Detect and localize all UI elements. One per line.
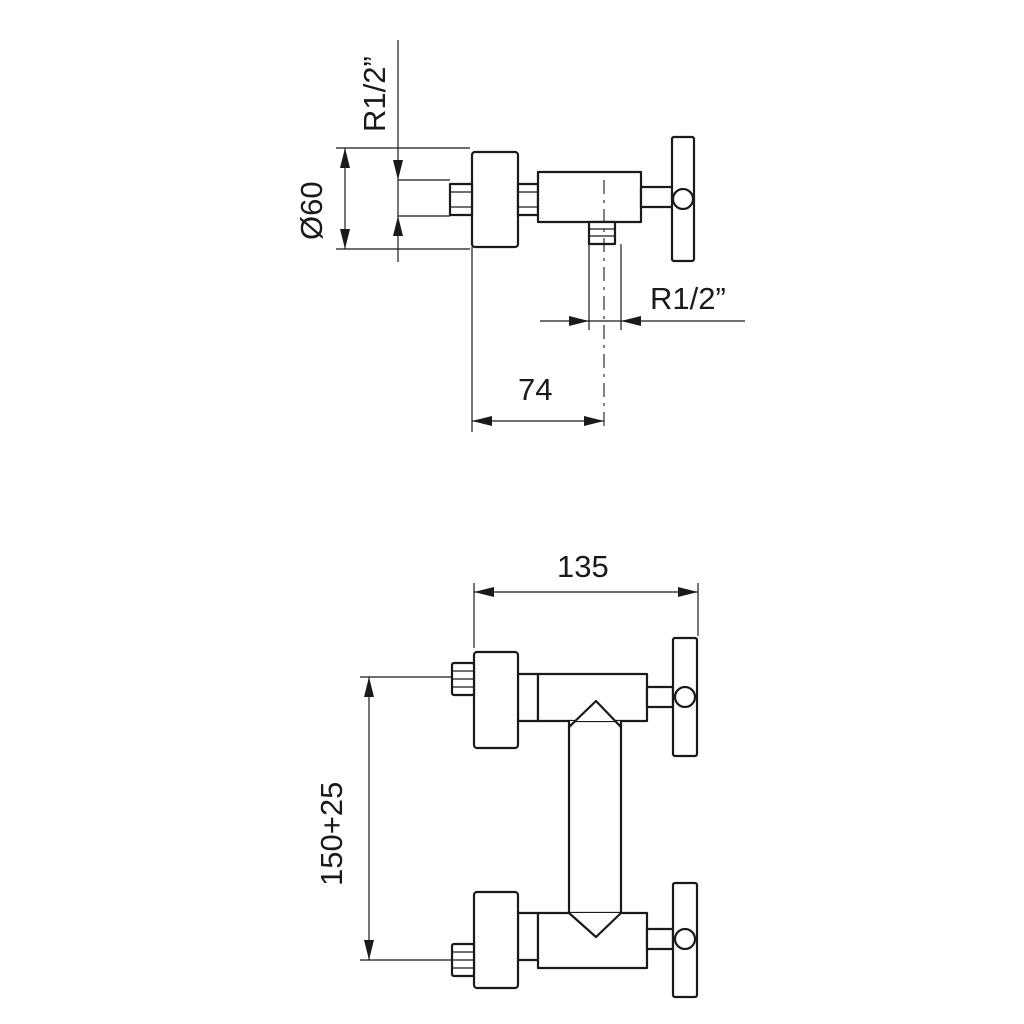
label-inlet-thread: R1/2”	[357, 56, 392, 132]
side-outlet-nipple	[587, 220, 617, 246]
front-lower-nut	[450, 942, 476, 978]
front-upper-flange	[472, 650, 520, 750]
dim-diameter: Ø60	[294, 147, 470, 250]
side-body	[536, 170, 643, 224]
dim-depth: 74	[472, 372, 604, 426]
side-flange	[470, 150, 520, 249]
side-connector	[516, 182, 540, 217]
front-view: 135 150+25	[314, 549, 699, 999]
front-upper-valve	[450, 636, 699, 758]
front-lower-valve	[450, 881, 699, 999]
dim-center-distance: 150+25	[314, 676, 452, 961]
side-inlet-nut	[448, 182, 474, 217]
front-lower-flange	[472, 890, 520, 990]
label-outlet-thread: R1/2”	[650, 281, 726, 316]
label-diameter: Ø60	[294, 181, 329, 240]
label-depth: 74	[518, 372, 552, 407]
label-center-distance: 150+25	[314, 782, 349, 886]
front-upper-nut	[450, 661, 476, 697]
side-spindle	[639, 185, 675, 209]
dim-inlet-thread: R1/2”	[357, 40, 450, 262]
side-view: R1/2” Ø60 R1/2” 74	[294, 40, 745, 432]
label-width: 135	[557, 549, 609, 584]
dim-outlet-thread: R1/2”	[540, 281, 745, 326]
front-column	[567, 699, 623, 939]
dim-width: 135	[473, 549, 699, 648]
